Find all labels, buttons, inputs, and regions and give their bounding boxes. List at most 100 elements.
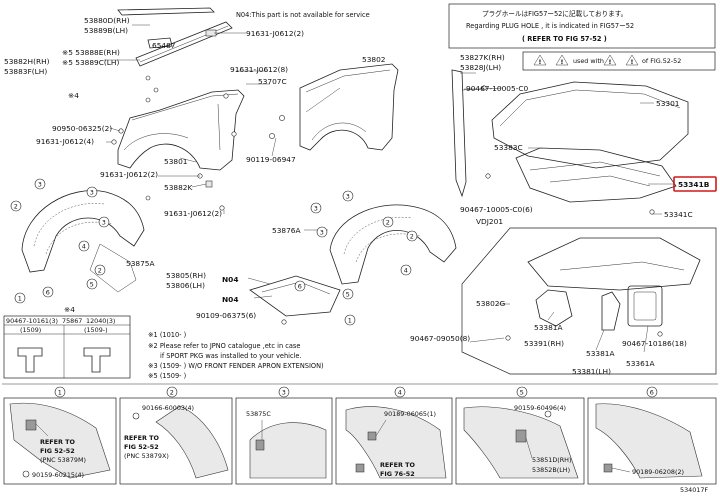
engine-under-cover-box [461,227,717,375]
table-col-c: 12040(3) [86,317,115,325]
label-90467-c: 90467-09050(8) [410,334,470,343]
label-mark-4: ※4 [68,91,79,100]
d1-pnc: (PNC 53879M) [40,456,86,464]
label-53383c: 53383C [494,143,523,152]
d1-fig: FIG 52-52 [40,447,75,455]
svg-text:5: 5 [90,280,94,288]
fender-liner-53876a [249,204,457,317]
label-53882k: 53882K [164,183,193,192]
d5-rh: 53851D(RH) [532,456,571,464]
label-90950: 90950-06325(2) [52,124,112,133]
label-91631-e: 91631-J0612(2) [164,209,222,218]
caution-used-with: used with [573,57,604,65]
label-90467-a: 90467-10005-C0 [466,84,529,93]
svg-text:2: 2 [14,202,18,210]
footnote-1: ※1 (1010- ) [148,331,186,339]
front-fender-53802 [299,63,399,151]
svg-text:6: 6 [46,288,50,296]
label-53882h: 53882H(RH) [4,57,50,66]
label-mark-4-b: ※4 [64,305,75,314]
label-53889c: ※5 53889C(LH) [62,58,119,67]
label-90119: 90119-06947 [246,155,296,164]
d6-part: 90189-06208(2) [632,468,684,476]
caution-icon [555,54,569,66]
caution-icon [533,54,547,66]
footnote-5: ※5 (1509- ) [148,372,186,380]
label-91631-b: 91631-J0612(8) [230,65,288,74]
front-fender-53801 [117,89,245,171]
label-n04-b: N04 [222,295,238,304]
part-labels: 53880D(RH) 53889B(LH) 65487 91631-J0612(… [4,16,710,376]
d1-refer: REFER TO [40,438,76,446]
fasteners [111,85,663,341]
header-note-box: プラグホールはFIG57ー52に記載しております。 Regarding PLUG… [448,3,716,49]
label-n04-a: N04 [222,275,238,284]
label-53802: 53802 [362,55,386,64]
label-53828j: 53828J(LH) [460,63,501,72]
table-col-a: 90467-10161(3) [6,317,58,325]
svg-text:3: 3 [314,204,318,212]
detail-number-1: 1 [58,388,62,396]
label-53805: 53805(RH) [166,271,206,280]
svg-text:3: 3 [346,192,350,200]
d4-fig: FIG 76-52 [380,470,415,478]
svg-text:!: ! [539,58,542,66]
page-id: 534017F [680,486,708,494]
label-53801: 53801 [164,157,188,166]
d2-part: 90166-60003(4) [142,404,194,412]
d4-refer: REFER TO [380,461,416,469]
d5-lh: 53852B(LH) [532,466,570,474]
svg-text:3: 3 [38,180,42,188]
svg-text:6: 6 [298,282,302,290]
label-53888e: ※5 53888E(RH) [62,48,120,57]
footnotes: ※1 (1010- ) ※2 Please refer to JPNO cata… [148,331,324,380]
label-53880d: 53880D(RH) [84,16,130,25]
svg-text:!: ! [631,58,634,66]
label-53827k: 53827K(RH) [460,53,505,62]
label-91631-a: 91631-J0612(2) [246,29,304,38]
d5-part: 90159-60496(4) [514,404,566,412]
hood-53301 [491,81,689,203]
label-53876a: 53876A [272,226,301,235]
d3-part: 53875C [246,410,271,418]
table-col-b: 75867 [62,317,82,325]
svg-text:2: 2 [98,266,102,274]
label-91631-c: 91631-J0612(4) [36,137,94,146]
label-53341b: 53341B [678,180,710,189]
label-53381a-2: 53381A [586,349,615,358]
svg-text:1: 1 [18,294,22,302]
detail-number-6: 6 [650,388,654,396]
label-53802g: 53802G [476,299,506,308]
detail-number-5: 5 [520,388,524,396]
fender-moulding-parts [117,7,233,103]
note-en-2: ( REFER TO FIG 57-52 ) [522,35,607,43]
label-53341c: 53341C [664,210,693,219]
label-53381: 53381(LH) [572,367,611,376]
table-row-a: (1509) [20,326,41,334]
svg-text:!: ! [561,58,564,66]
svg-text:5: 5 [346,290,350,298]
svg-text:1: 1 [348,316,352,324]
d2-fig: FIG 52-52 [124,443,159,451]
svg-text:2: 2 [410,232,414,240]
label-53889b: 53889B(LH) [84,26,128,35]
label-90467-d: 90467-10186(18) [622,339,687,348]
label-90109: 90109-06375(6) [196,311,256,320]
label-vdj201: VDJ201 [476,217,503,226]
label-53361a: 53361A [626,359,655,368]
footnote-2: ※2 Please refer to JPNO catalogue ,etc i… [148,342,300,350]
label-53391: 53391(RH) [524,339,564,348]
d2-refer: REFER TO [124,434,160,442]
svg-text:2: 2 [386,218,390,226]
note-en-1: Regarding PLUG HOLE , it is indicated in… [466,22,634,30]
detail-number-3: 3 [282,388,286,396]
detail-panels: 1 2 3 4 5 6 REFER TO FIG 52-52 (PNC 5387… [2,383,718,494]
svg-text:3: 3 [102,218,106,226]
svg-text:!: ! [609,58,612,66]
label-65487: 65487 [152,41,176,50]
caution-icon [603,54,617,66]
footnote-3: if SPORT PKG was installed to your vehic… [160,352,302,360]
label-53707c: 53707C [258,77,287,86]
caution-box: ! ! used with ! ! of FIG.52-52 [522,51,716,71]
